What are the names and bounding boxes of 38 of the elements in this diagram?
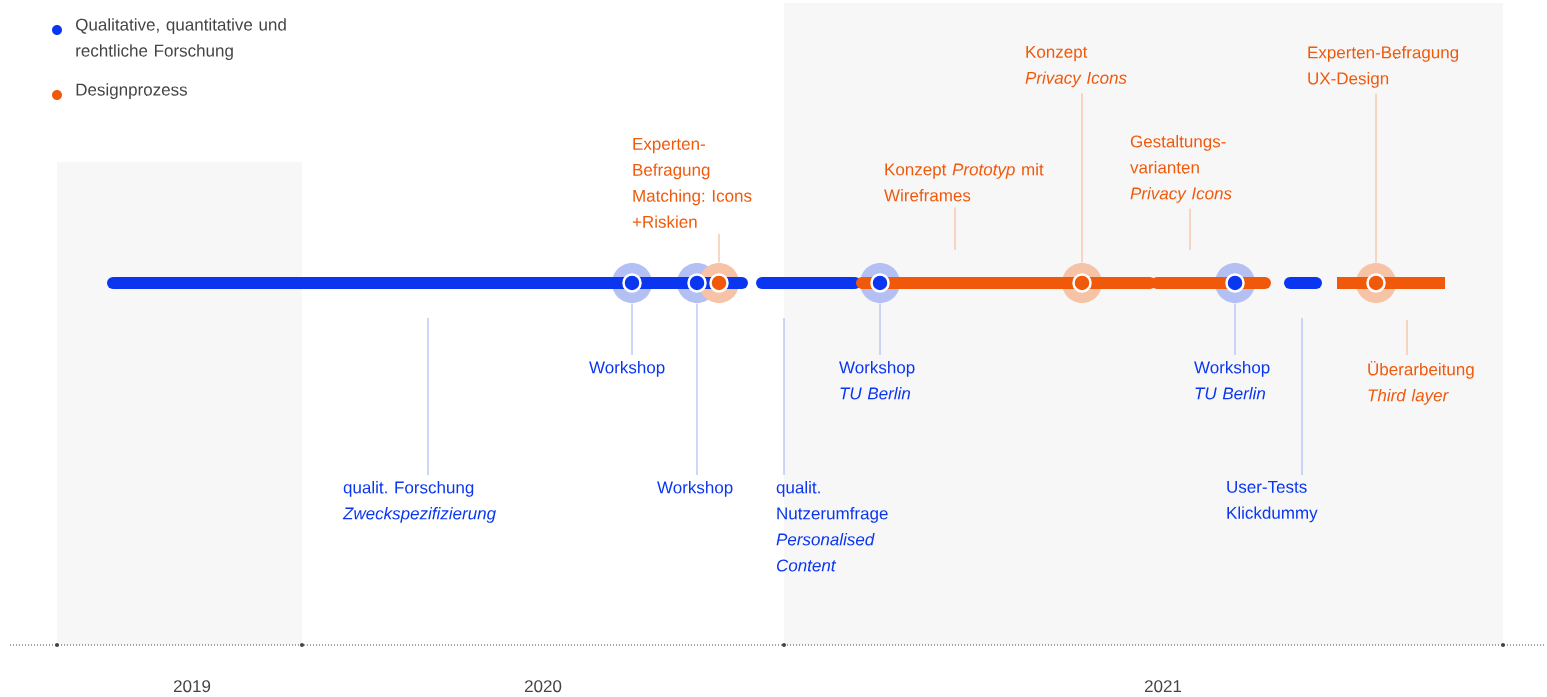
event-label: Workshop: [589, 361, 665, 377]
event-label: Workshop: [657, 481, 733, 497]
event-label: qualit. Nutzerumfrage Personalised Content: [776, 481, 888, 572]
event-label: Konzept Privacy Icons: [1025, 46, 1127, 88]
timeline-marker: [709, 273, 729, 293]
event-label: qualit. Forschung Zweckspezifizierung: [342, 481, 496, 523]
year-label: 2019: [173, 680, 211, 693]
timeline-marker: [622, 273, 642, 293]
event-label: Experten-Befragung UX-Design: [1308, 46, 1459, 88]
event-label: User-Tests Klickdummy: [1227, 481, 1318, 523]
event-label: Experten-Befragung Matching: Icons +Riskien: [632, 138, 752, 228]
leader-line: [1375, 93, 1377, 264]
leader-line: [1081, 92, 1083, 264]
event-label: Überarbeitung Third layer: [1368, 361, 1474, 405]
leader-line: [1406, 319, 1408, 356]
year-label: 2021: [1144, 680, 1182, 693]
leader-line: [879, 302, 881, 356]
leader-line: [954, 206, 956, 251]
timeline-marker: [1072, 273, 1092, 293]
leader-line: [427, 317, 429, 476]
leader-line: [696, 302, 698, 476]
timeline-marker: [1366, 273, 1386, 293]
leader-line: [631, 302, 633, 356]
year-label: 2020: [524, 680, 562, 693]
leader-line: [718, 233, 720, 264]
event-label: Workshop TU Berlin: [839, 361, 915, 400]
timeline-marker: [1225, 273, 1245, 293]
event-label: Konzept Prototyp mit Wireframes: [884, 163, 1044, 202]
legend-text: Qualitative, quantitative und rechtliche Forschung: [76, 18, 286, 61]
leader-line: [1234, 302, 1236, 356]
leader-line: [1301, 317, 1303, 476]
leader-line: [783, 317, 785, 476]
event-label: Gestaltungs-varianten Privacy Icons: [1130, 135, 1232, 203]
timeline-marker: [687, 273, 707, 293]
legend-text: Designprozess: [76, 83, 187, 100]
event-label: Workshop TU Berlin: [1194, 361, 1270, 400]
leader-line: [1189, 208, 1191, 251]
timeline-marker: [870, 273, 890, 293]
